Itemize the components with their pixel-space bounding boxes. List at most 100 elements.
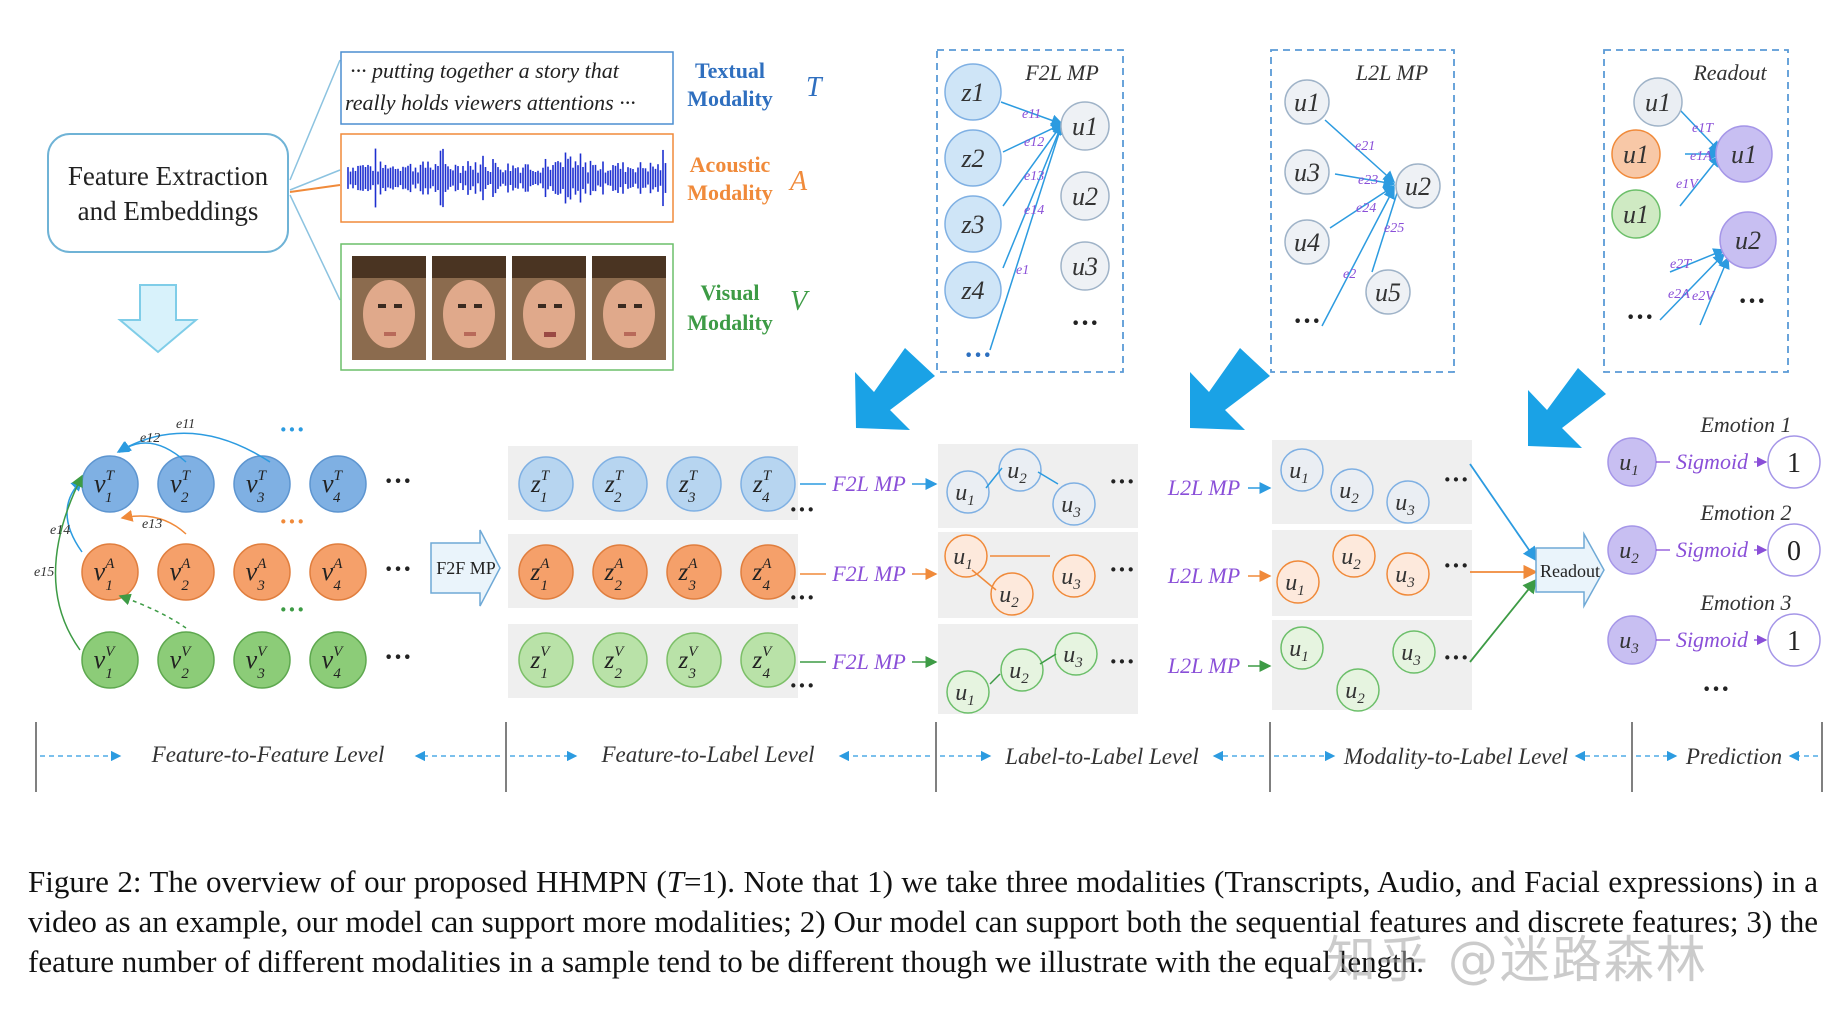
readout-node: u1 <box>1623 200 1649 229</box>
feature-level-edges <box>54 432 271 651</box>
readout-node: u1 <box>1645 88 1671 117</box>
face-frames <box>352 256 666 360</box>
l2l-mp-label-1: L2L MP <box>1167 475 1240 500</box>
readout-node: u1 <box>1623 140 1649 169</box>
z-row-ellipsis: ··· <box>789 583 815 612</box>
l2l-edge-label: e21 <box>1355 139 1375 154</box>
emotion-label: Emotion 2 <box>1699 500 1791 525</box>
sigmoid-label: Sigmoid <box>1676 627 1749 652</box>
f2l-edge-label: e12 <box>1024 135 1044 150</box>
z-node <box>740 544 796 600</box>
f2l-node-u1: u1 <box>1072 112 1098 141</box>
readout-arrow <box>1535 531 1605 609</box>
textual-modality-label-1: Textual <box>695 58 765 83</box>
feature-box-line-2: and Embeddings <box>78 196 259 226</box>
z-node <box>666 632 722 688</box>
readout-edge-label: e1V <box>1676 177 1699 192</box>
ff-edge-label: e12 <box>140 431 160 446</box>
textual-modality-label-2: Modality <box>687 86 773 111</box>
feature-box-line-1: Feature Extraction <box>68 161 269 191</box>
big-arrow-icon <box>1190 348 1270 430</box>
l2l-node-u2: u2 <box>1405 172 1431 201</box>
feature-node <box>309 455 367 513</box>
label-row-edges <box>971 467 1059 685</box>
z-node <box>518 632 574 688</box>
feature-node <box>233 543 291 601</box>
readout-edges <box>1659 109 1730 326</box>
l2l-edge-label: e24 <box>1356 201 1376 216</box>
caption-prefix: Figure 2: The overview of our proposed H… <box>28 864 667 899</box>
text-snippet-line-1: ··· putting together a story that <box>350 58 620 83</box>
emotion-label: Emotion 3 <box>1699 590 1791 615</box>
f2l-mp-label-3: F2L MP <box>831 649 906 674</box>
l2l-edge-labels: e21 e23 e24 e25 e2 <box>1343 139 1404 282</box>
pred-ellipsis: ··· <box>1702 674 1730 705</box>
l2l-edge-label: e2 <box>1343 267 1356 282</box>
acoustic-modality-label-2: Modality <box>687 180 773 205</box>
f2l-edge-label: e13 <box>1024 169 1044 184</box>
feature-level-edge-labels: e11 e12 e13 e14 e15 <box>34 417 195 580</box>
f2l-ellipsis: ··· <box>1071 308 1099 339</box>
big-arrow-icon <box>1528 368 1606 448</box>
label-node <box>1000 648 1044 692</box>
feature-node <box>233 455 291 513</box>
overview-figure: Feature Extraction and Embeddings ··· pu… <box>34 49 1823 792</box>
label-row-ellipsis: ··· <box>1443 551 1469 580</box>
f2f-mp-label: F2F MP <box>436 558 496 578</box>
label-row-ellipsis: ··· <box>1109 467 1135 496</box>
f2l-edge-label: e11 <box>1022 107 1041 122</box>
acoustic-modality-label-1: Acoustic <box>690 152 771 177</box>
z-node <box>518 456 574 512</box>
readout-edge-label: e1T <box>1692 121 1714 136</box>
f2l-node-u2: u2 <box>1072 182 1098 211</box>
l2l-edges <box>1321 119 1399 327</box>
visual-modality-symbol: V <box>790 286 810 317</box>
feature-node <box>157 543 215 601</box>
emotion-label: Emotion 1 <box>1699 412 1791 437</box>
l2l-node-u5: u5 <box>1375 278 1401 307</box>
label-node <box>1280 626 1324 670</box>
feature-node <box>309 543 367 601</box>
readout-edge-labels: e1T e1A e1V e2T e2A e2V <box>1668 121 1715 304</box>
l2l-panel-title: L2L MP <box>1355 60 1428 85</box>
down-arrow-icon <box>117 284 199 354</box>
textual-modality-symbol: T <box>806 72 824 103</box>
label-node <box>946 670 990 714</box>
l2l-mp-label-2: L2L MP <box>1167 563 1240 588</box>
z-node <box>518 544 574 600</box>
label-node <box>1386 552 1430 596</box>
label-node <box>998 448 1042 492</box>
l2l-mp-label-3: L2L MP <box>1167 653 1240 678</box>
readout-panel-title: Readout <box>1692 60 1767 85</box>
f2l-edge-label: e14 <box>1024 203 1044 218</box>
level-modality-to-label: Modality-to-Label Level <box>1343 744 1568 769</box>
f2l-mp-label-1: F2L MP <box>831 471 906 496</box>
ff-edge-label: e15 <box>34 565 54 580</box>
ff-blue-ellipsis: ··· <box>279 415 305 444</box>
z-node <box>592 632 648 688</box>
row-ellipsis: ··· <box>384 554 412 585</box>
z-node <box>592 456 648 512</box>
ff-edge-label: e11 <box>176 417 195 432</box>
ff-edge-label: e13 <box>142 517 162 532</box>
label-node <box>1386 480 1430 524</box>
caption-variable: T <box>666 864 684 899</box>
level-separators <box>35 722 1823 792</box>
watermark: 知乎 @迷路森林 <box>1326 931 1708 989</box>
label-node <box>944 534 988 578</box>
l2l-node-u3: u3 <box>1294 158 1320 187</box>
emotion-output-value: 1 <box>1787 626 1801 657</box>
